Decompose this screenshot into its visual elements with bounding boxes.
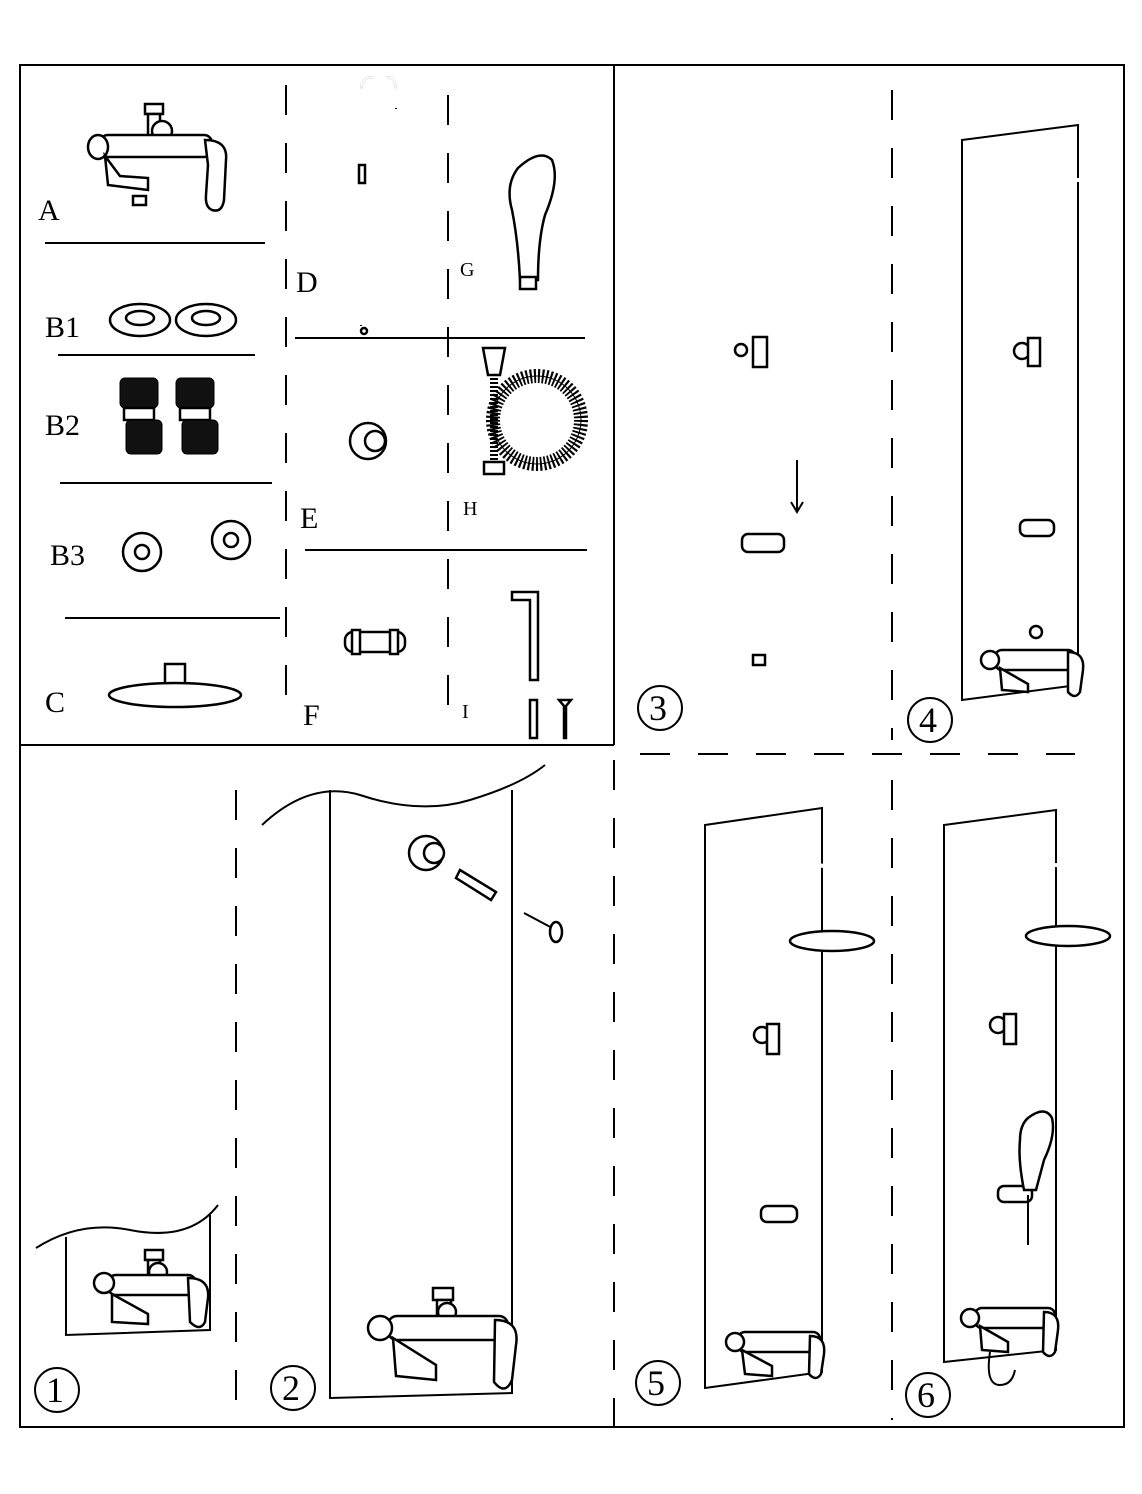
part-i-hex-key-anchors <box>510 590 574 740</box>
label-b1: B1 <box>45 311 80 344</box>
label-b2: B2 <box>45 409 80 442</box>
part-g-hand-shower <box>508 154 557 291</box>
part-a-mixer <box>86 102 228 212</box>
label-g: G <box>460 259 474 281</box>
label-b3: B3 <box>50 539 85 572</box>
part-b3-escutcheons <box>121 519 252 573</box>
part-f-slider <box>343 628 407 656</box>
step-markers <box>34 685 953 1418</box>
step-6-digit: 6 <box>917 1375 935 1415</box>
part-b1-washers <box>108 302 238 338</box>
step-2-wall-fixings <box>261 764 564 1400</box>
step-1-mixer-install <box>35 1204 219 1337</box>
part-d-riser-rail <box>357 76 397 336</box>
part-c-rain-head <box>107 662 243 709</box>
label-c: C <box>45 686 65 719</box>
step-6-complete-system <box>943 808 1112 1387</box>
part-e-wall-elbow <box>348 421 388 461</box>
label-e: E <box>300 502 318 535</box>
step-4-digit: 4 <box>919 700 937 740</box>
step-5-digit: 5 <box>647 1363 665 1403</box>
label-f: F <box>303 699 320 732</box>
part-b2-connectors <box>119 377 219 455</box>
label-i: I <box>462 701 469 723</box>
part-h-hose <box>481 346 588 476</box>
parts-grid <box>45 85 587 725</box>
label-a: A <box>38 194 60 227</box>
label-h: H <box>463 498 477 520</box>
step-3-digit: 3 <box>649 688 667 728</box>
step-2-digit: 2 <box>282 1368 300 1408</box>
step-4-rail-on-wall <box>961 123 1096 702</box>
label-d: D <box>296 266 318 299</box>
step-1-digit: 1 <box>46 1370 64 1410</box>
step-5-rain-shower <box>704 806 876 1390</box>
step-3-rail-assembly <box>733 148 825 667</box>
